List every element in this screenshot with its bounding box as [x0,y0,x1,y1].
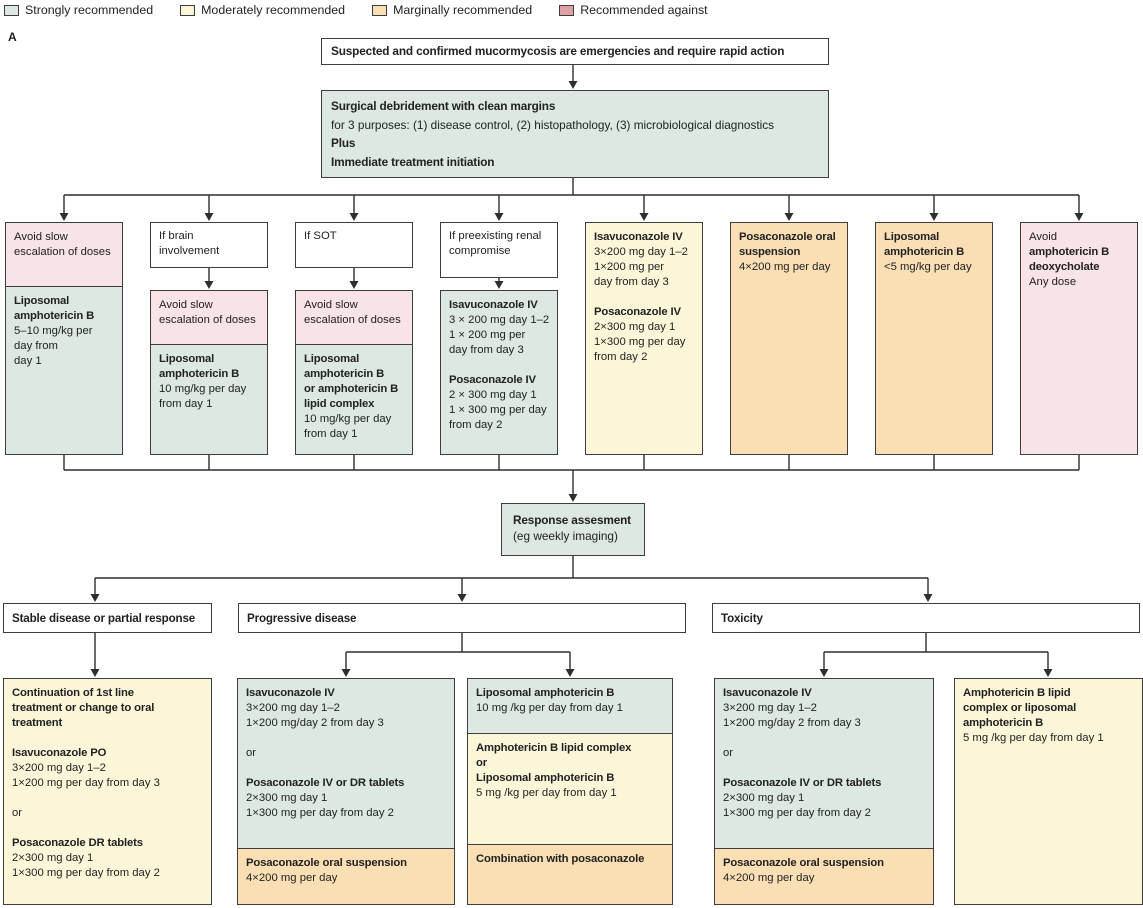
legend-item-recommended-against: Recommended against [559,3,708,17]
connector-paths [63,65,1080,670]
arrow-down-icon [349,213,359,221]
arrow-down-icon [784,213,794,221]
arrow-down-icon [204,281,214,289]
legend-label: Marginally recommended [393,3,533,17]
outcome-label: Progressive disease [247,611,357,625]
arrow-down-icon [568,81,578,89]
response-assessment-box: Response assesment (eg weekly imaging) [501,503,645,556]
section-marginally-recommended: Combination with posaconazole [468,844,672,904]
outcome-label: Toxicity [721,611,763,625]
outcome-progressive-disease: Progressive disease [238,603,686,633]
start-box: Suspected and confirmed mucormycosis are… [321,38,829,65]
legend-swatch-marginally-recommended-icon [372,4,388,16]
arrow-down-icon [341,669,351,677]
legend-swatch-moderately-recommended-icon [180,4,196,16]
arrow-down-icon [494,281,504,289]
response-subtitle: (eg weekly imaging) [513,529,618,543]
arrow-down-icon [1043,669,1053,677]
arrow-down-icon [639,213,649,221]
outcome-toxicity: Toxicity [712,603,1140,633]
arrow-down-icon [90,594,100,602]
arrow-down-icon [923,594,933,602]
arrow-down-icon [1074,213,1084,221]
legend-item-marginally-recommended: Marginally recommended [372,3,532,17]
arrow-down-icon [565,669,575,677]
outcome-stable-disease: Stable disease or partial response [3,603,212,633]
arrow-down-icon [204,213,214,221]
arrow-down-icon [494,213,504,221]
legend-label: Strongly recommended [25,3,154,17]
response-title: Response assesment [513,513,631,527]
arrow-down-icon [819,669,829,677]
legend-item-strongly-recommended: Strongly recommended [4,3,153,17]
arrow-down-icon [59,213,69,221]
arrow-down-icon [568,494,578,502]
legend-swatch-recommended-against-icon [559,4,575,16]
legend-item-moderately-recommended: Moderately recommended [180,3,345,17]
arrow-down-icon [929,213,939,221]
arrow-down-icon [457,594,467,602]
arrow-down-icon [349,281,359,289]
arrow-down-icon [90,669,100,677]
condition-box-sot: If SOT [295,222,413,268]
legend-label: Recommended against [580,3,708,17]
panel-label-a: A [8,30,17,44]
outcome-label: Stable disease or partial response [12,611,196,625]
legend-swatch-strongly-recommended-icon [4,4,19,16]
arrowheads [59,81,1084,677]
legend: Strongly recommended Moderately recommen… [4,3,708,17]
legend-label: Moderately recommended [201,3,346,17]
